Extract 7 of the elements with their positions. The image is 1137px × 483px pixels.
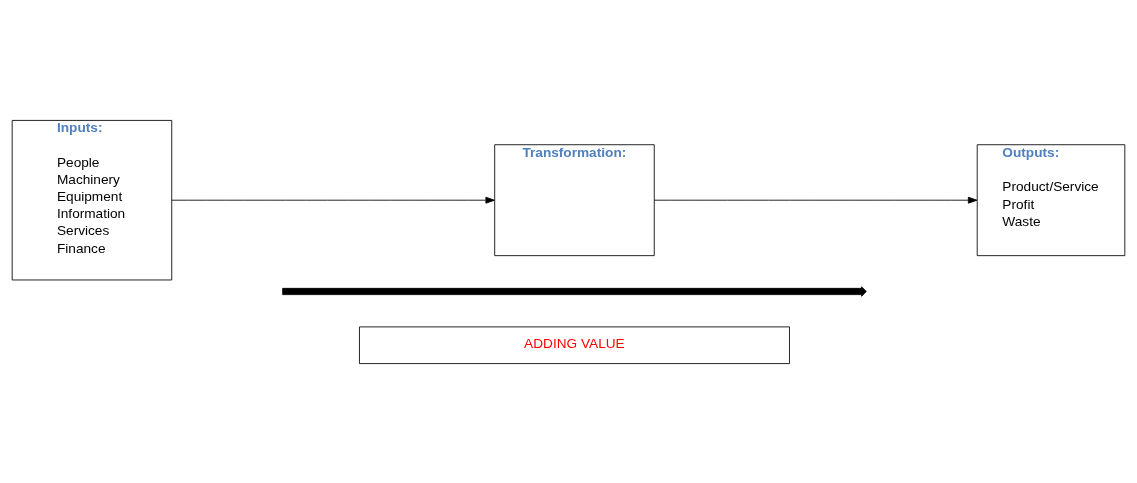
node-box: ADDING VALUE: [359, 325, 790, 364]
node-arrow: [282, 285, 867, 297]
node-box: Transformation:: [494, 143, 655, 256]
arrow: [171, 196, 495, 204]
node-box: Inputs: People Machinery Equipment Information Services Finance: [11, 119, 173, 280]
arrow: [653, 196, 978, 204]
node-box: Outputs: Product/Service Profit Waste: [976, 143, 1126, 256]
